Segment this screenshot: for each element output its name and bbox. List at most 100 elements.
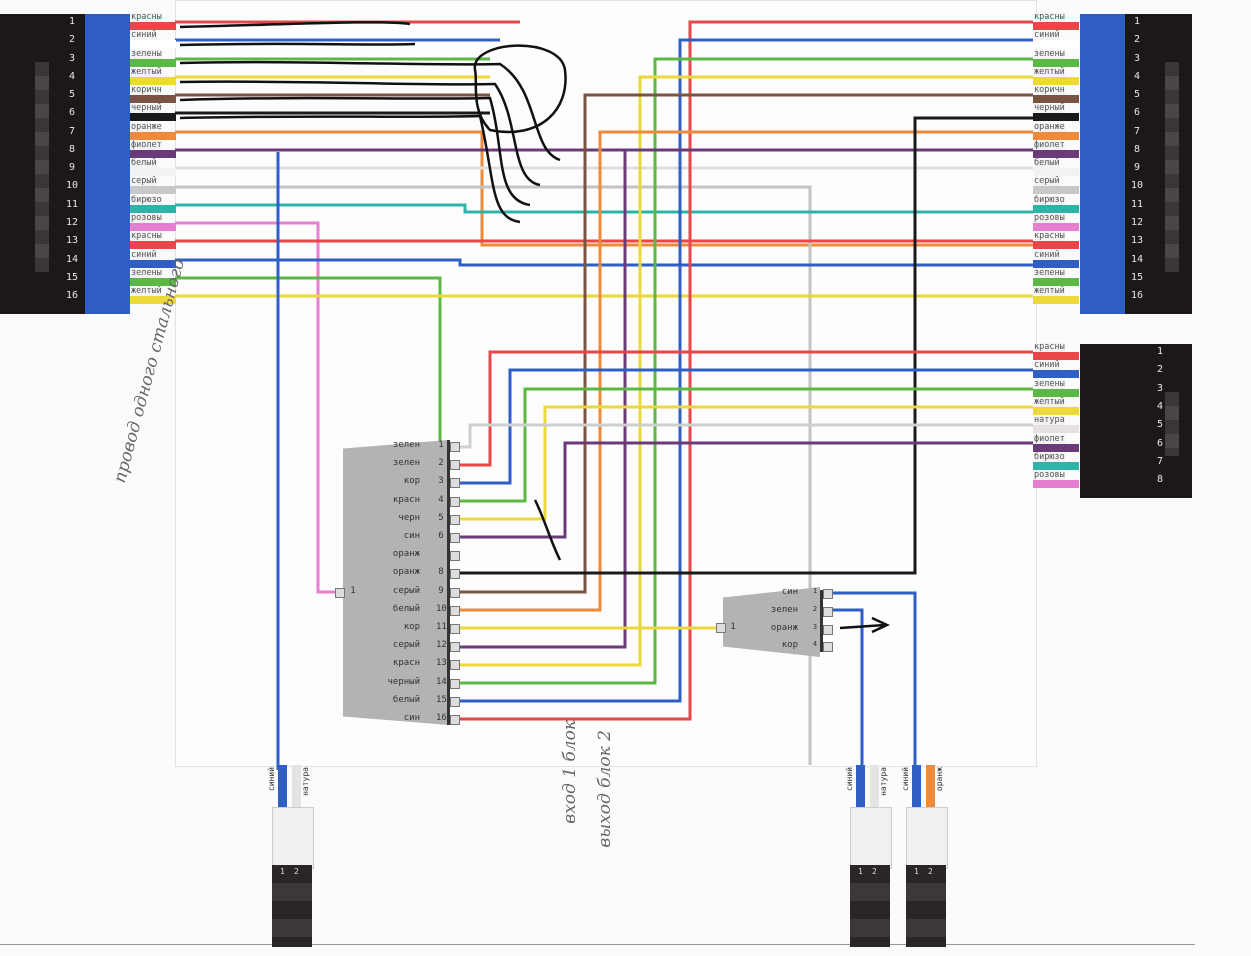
wire-color-name: серый bbox=[1034, 176, 1060, 187]
block-output-label: зелен bbox=[392, 458, 420, 469]
censored-area bbox=[1165, 62, 1179, 273]
block-output-label: белый bbox=[392, 603, 420, 614]
pin-number: 14 bbox=[65, 253, 79, 265]
wire-label: желтый bbox=[130, 287, 176, 305]
pin-number: 1 bbox=[1133, 16, 1141, 27]
wire bbox=[831, 608, 864, 770]
block-output-label: черный bbox=[387, 676, 420, 687]
connector-boot bbox=[850, 807, 892, 869]
wire-color-swatch bbox=[1033, 131, 1079, 140]
wire-color-swatch bbox=[1033, 149, 1079, 158]
block-output-pin[interactable] bbox=[450, 569, 460, 580]
pin-number: 4 bbox=[1156, 400, 1164, 412]
pin-number: 7 bbox=[1133, 125, 1141, 137]
wire bbox=[455, 350, 1033, 467]
block-output-pin[interactable] bbox=[823, 642, 833, 653]
pin-number: 10 bbox=[1130, 180, 1144, 192]
block-pin-number: 1 bbox=[812, 587, 818, 595]
block-output-pin[interactable] bbox=[450, 624, 460, 634]
wire-color-name: зелены bbox=[1034, 48, 1065, 59]
block-output-pin[interactable] bbox=[450, 514, 460, 525]
input-pin-number: 1 bbox=[350, 586, 356, 596]
pin-number: 9 bbox=[68, 162, 76, 174]
block-output-pin[interactable] bbox=[450, 496, 460, 507]
censored-area bbox=[1165, 392, 1179, 457]
pin-number: 13 bbox=[65, 235, 79, 247]
block-output-pin[interactable] bbox=[450, 605, 460, 616]
hand-drawn-ink-mark bbox=[179, 96, 531, 207]
wire-stub bbox=[292, 765, 301, 807]
pin-number: 6 bbox=[68, 107, 76, 119]
wire-color-swatch bbox=[130, 149, 176, 158]
wire-label: желтый bbox=[1033, 287, 1079, 305]
pin-number: 10 bbox=[65, 180, 79, 192]
block-output-pin[interactable] bbox=[450, 678, 460, 689]
wire-label: натура bbox=[1033, 416, 1079, 434]
block-output-pin[interactable] bbox=[450, 715, 460, 725]
block-pin-number: 1 bbox=[438, 440, 444, 450]
block-output-label: зелен bbox=[770, 604, 798, 615]
block-body bbox=[723, 587, 820, 657]
block-output-pin[interactable] bbox=[450, 696, 460, 707]
pin-number: 6 bbox=[1156, 437, 1164, 449]
hand-drawn-ink-mark bbox=[179, 80, 541, 187]
block-output-pin[interactable] bbox=[823, 606, 833, 617]
pin-number: 2 bbox=[1133, 34, 1141, 46]
hand-drawn-ink-mark bbox=[473, 44, 567, 134]
block-output-pin[interactable] bbox=[450, 478, 460, 489]
block-pin-number: 13 bbox=[436, 658, 447, 669]
pin-number: 1 bbox=[280, 867, 285, 876]
pin-number: 8 bbox=[68, 143, 76, 155]
connector-latch bbox=[1080, 14, 1125, 315]
wire-label: зелены bbox=[1033, 267, 1079, 287]
block-output-pin[interactable] bbox=[823, 589, 833, 599]
wire-color-name: натура bbox=[1034, 415, 1065, 426]
block-output-pin[interactable] bbox=[450, 533, 460, 543]
block-output-pin[interactable] bbox=[450, 587, 460, 598]
hand-drawn-ink-mark bbox=[179, 114, 521, 224]
wire-color-name: синий bbox=[131, 249, 157, 260]
wire-label: синий bbox=[1033, 250, 1079, 269]
pin-number: 4 bbox=[68, 70, 76, 82]
block-output-pin[interactable] bbox=[450, 660, 460, 671]
block-output-pin[interactable] bbox=[450, 460, 460, 471]
wire-color-name: зелены bbox=[1034, 267, 1065, 278]
block-output-pin[interactable] bbox=[450, 551, 460, 562]
pin-number: 7 bbox=[68, 125, 76, 137]
pin-number: 3 bbox=[1133, 52, 1141, 64]
connector-body bbox=[272, 865, 312, 947]
block-output-label: черн bbox=[398, 512, 420, 523]
wire-label: синий bbox=[1033, 361, 1079, 379]
pin-number: 13 bbox=[1130, 235, 1144, 247]
wire-color-swatch bbox=[1033, 352, 1079, 360]
pin-number: 11 bbox=[65, 198, 79, 210]
wire-color-swatch bbox=[130, 241, 176, 250]
wire-label: коричн bbox=[1033, 86, 1079, 104]
wire-color-swatch bbox=[130, 113, 176, 122]
wire-color-swatch bbox=[1033, 388, 1079, 397]
block-output-pin[interactable] bbox=[450, 642, 460, 653]
wire-color-name: желтый bbox=[1034, 396, 1065, 407]
wire bbox=[175, 221, 335, 594]
wire-label: бирюзо bbox=[130, 195, 176, 214]
block-output-label: кор bbox=[781, 640, 798, 651]
wire-color-swatch bbox=[1033, 370, 1079, 379]
wire-color-swatch bbox=[130, 204, 176, 213]
wire bbox=[455, 148, 1033, 649]
wire bbox=[455, 387, 1033, 503]
block-bus bbox=[820, 590, 823, 652]
wire-color-name: розовы bbox=[131, 212, 162, 223]
wire-color-name: синий bbox=[131, 30, 157, 41]
block-pin-number: 6 bbox=[438, 531, 444, 541]
wire bbox=[455, 423, 1033, 449]
wire-color-swatch bbox=[130, 40, 176, 49]
pin-number: 5 bbox=[1133, 89, 1141, 101]
pin-number: 5 bbox=[68, 89, 76, 101]
block-output-pin[interactable] bbox=[450, 442, 460, 452]
block-output-pin[interactable] bbox=[823, 624, 833, 635]
input-pin[interactable] bbox=[335, 588, 345, 598]
connector-body bbox=[850, 865, 890, 947]
block-bus bbox=[447, 440, 450, 725]
input-pin[interactable] bbox=[716, 623, 726, 633]
